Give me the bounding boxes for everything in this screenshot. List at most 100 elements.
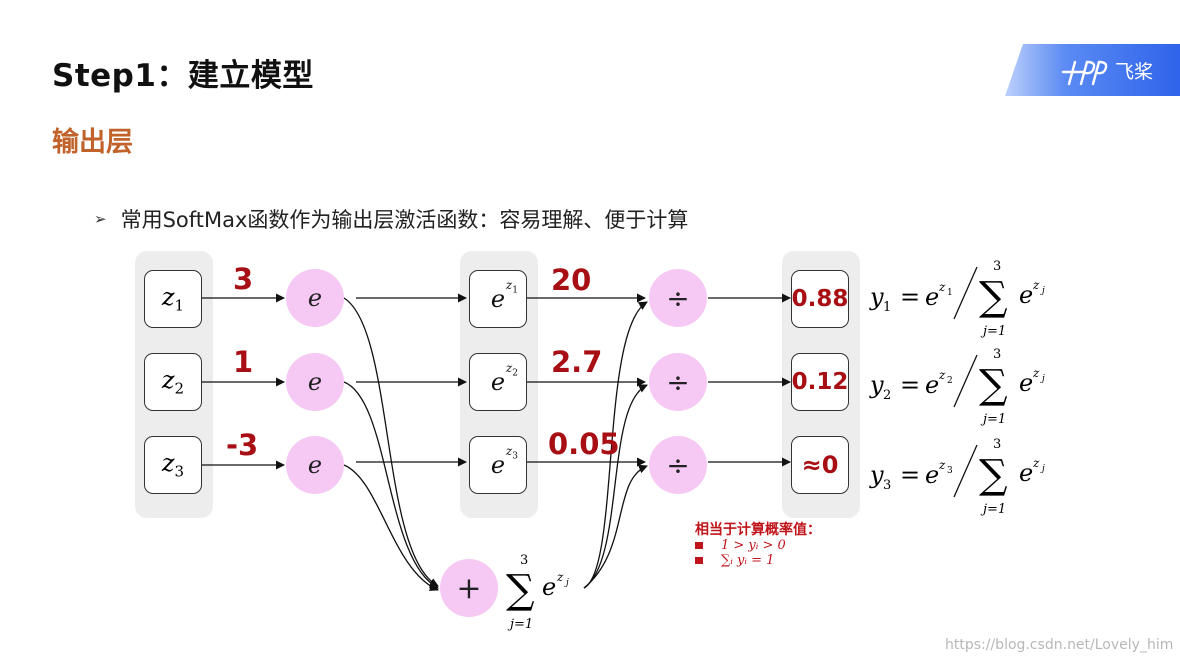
fraction-slash xyxy=(953,266,978,320)
input-node-z1: z1 xyxy=(144,270,202,328)
exp-base: e xyxy=(490,368,506,396)
formula-e: e xyxy=(925,461,939,489)
curve-e1-sum xyxy=(343,297,439,587)
formula-sum-z: z xyxy=(1032,366,1040,380)
formula-sum-lower: j=1 xyxy=(980,502,1006,517)
equals-sign: = xyxy=(900,283,920,311)
formula-z: z xyxy=(938,458,946,472)
formula-3: y 3 = e z 3 3 ∑ j=1 e z j xyxy=(869,437,1045,517)
formula-lhs: y xyxy=(869,283,884,311)
input-index: 3 xyxy=(174,462,185,481)
sum-upper: 3 xyxy=(520,553,528,568)
exp-sup: z xyxy=(505,361,513,375)
probability-note: 相当于计算概率值： 1 > yᵢ > 0 ∑ᵢ yᵢ = 1 xyxy=(695,523,821,568)
sigma-icon: ∑ xyxy=(979,452,1008,498)
exp-base: e xyxy=(490,451,506,479)
formula-lhs: y xyxy=(869,461,884,489)
input-node-z2: z2 xyxy=(144,353,202,411)
output-node-3: ≈0 xyxy=(791,436,849,494)
formula-sum-z: z xyxy=(1032,456,1040,470)
formula-sum-upper: 3 xyxy=(993,347,1001,362)
formula-lhs-index: 2 xyxy=(883,388,891,403)
exp-value-1: 20 xyxy=(551,263,592,297)
formula-z-index: 3 xyxy=(947,466,953,476)
page-title: Step1：建立模型 xyxy=(52,58,314,94)
equals-sign: = xyxy=(900,461,920,489)
input-var: z xyxy=(161,366,175,395)
note-title: 相当于计算概率值： xyxy=(695,522,821,538)
formula-1: y 1 = e z 1 3 ∑ j=1 e z j xyxy=(869,259,1045,339)
fraction-slash xyxy=(953,444,978,498)
curve-e3-sum xyxy=(343,464,439,591)
paddle-glyph-icon xyxy=(1061,60,1108,86)
formula-z-index: 1 xyxy=(947,288,953,298)
curve-e2-sum xyxy=(343,381,439,589)
formula-lhs-index: 3 xyxy=(883,478,891,493)
formula-z-index: 2 xyxy=(947,376,953,386)
input-var: z xyxy=(161,283,175,312)
note-item: 1 > yᵢ > 0 xyxy=(695,538,821,553)
curve-sum-div2 xyxy=(583,384,648,589)
formula-sum-z: z xyxy=(1032,278,1040,292)
bullet-square-icon xyxy=(695,557,703,564)
exp-sup: z xyxy=(505,278,513,292)
formula-e: e xyxy=(925,283,939,311)
input-index: 2 xyxy=(174,379,185,398)
input-node-z3: z3 xyxy=(144,436,202,494)
note-item-text: ∑ᵢ yᵢ = 1 xyxy=(721,553,775,568)
sum-term-sup-index: j xyxy=(564,578,569,588)
curve-sum-div1 xyxy=(583,301,648,589)
formula-sum-e: e xyxy=(1019,369,1033,397)
fraction-slash xyxy=(953,354,978,408)
paddle-logo: 飞桨 xyxy=(1005,44,1180,96)
formula-sum-j: j xyxy=(1040,374,1045,384)
bullet-square-icon xyxy=(695,542,703,549)
exp-sup-index: 2 xyxy=(512,368,518,379)
sum-term-base: e xyxy=(542,573,556,601)
divide-node-2: ÷ xyxy=(649,353,707,411)
input-value-1: 3 xyxy=(233,262,254,296)
divide-node-1: ÷ xyxy=(649,269,707,327)
sum-node: + xyxy=(440,559,498,617)
bullet-arrow-icon: ➢ xyxy=(94,210,107,228)
formula-sum-e: e xyxy=(1019,281,1033,309)
formula-lhs-index: 1 xyxy=(883,300,891,315)
curve-sum-div3 xyxy=(583,464,648,589)
exp-node-2: e xyxy=(286,353,344,411)
formula-sum-lower: j=1 xyxy=(980,412,1006,427)
sigma-icon: ∑ xyxy=(979,362,1008,408)
exp-sup-index: 1 xyxy=(512,285,518,296)
sum-expression: 3 ∑ j=1 e z j xyxy=(506,553,569,632)
formula-sum-j: j xyxy=(1040,464,1045,474)
logo-text: 飞桨 xyxy=(1115,61,1153,83)
note-item: ∑ᵢ yᵢ = 1 xyxy=(695,553,821,568)
bullet-point: ➢ 常用SoftMax函数作为输出层激活函数：容易理解、便于计算 xyxy=(94,204,688,234)
exp-node-1: e xyxy=(286,269,344,327)
formula-lhs: y xyxy=(869,371,884,399)
section-subtitle: 输出层 xyxy=(52,127,133,158)
output-node-2: 0.12 xyxy=(791,353,849,411)
formula-sum-upper: 3 xyxy=(993,259,1001,274)
input-value-2: 1 xyxy=(233,345,254,379)
formula-sum-e: e xyxy=(1019,459,1033,487)
sigma-icon: ∑ xyxy=(506,567,535,613)
input-value-3: -3 xyxy=(226,428,259,462)
exp-sup: z xyxy=(505,444,513,458)
watermark: https://blog.csdn.net/Lovely_him xyxy=(945,637,1174,653)
formula-e: e xyxy=(925,371,939,399)
input-var: z xyxy=(161,449,175,478)
sum-lower: j=1 xyxy=(507,617,533,632)
divide-node-3: ÷ xyxy=(649,436,707,494)
sum-term-sup: z xyxy=(556,570,564,584)
formula-sum-j: j xyxy=(1040,286,1045,296)
exp-value-3: 0.05 xyxy=(548,427,620,461)
formula-2: y 2 = e z 2 3 ∑ j=1 e z j xyxy=(869,347,1045,427)
input-index: 1 xyxy=(174,296,185,315)
exp-node-3: e xyxy=(286,436,344,494)
bullet-text: 常用SoftMax函数作为输出层激活函数：容易理解、便于计算 xyxy=(120,208,689,232)
formula-z: z xyxy=(938,368,946,382)
softmax-formulas: y 1 = e z 1 3 ∑ j=1 e z j y 2 = e z 2 3 … xyxy=(869,259,1045,517)
